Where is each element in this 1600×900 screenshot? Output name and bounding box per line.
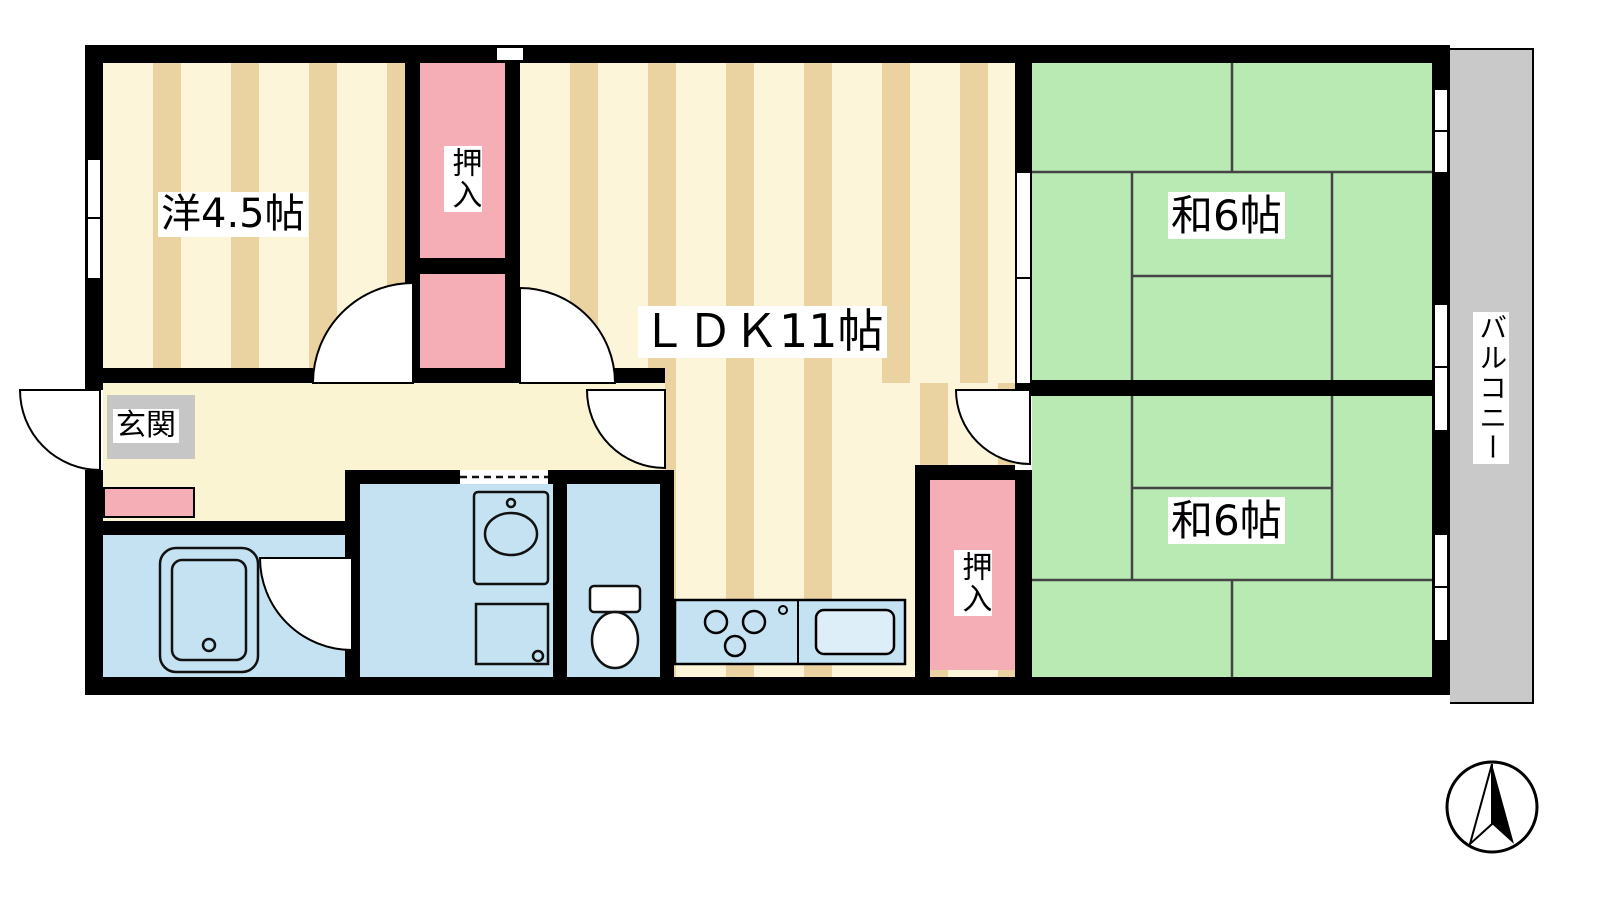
room-label-western: 洋4.5帖 [158, 192, 308, 238]
wall [1015, 470, 1032, 677]
wall [405, 63, 420, 383]
wall [85, 677, 1450, 695]
wall [915, 465, 1032, 480]
room-label-ldk: ＬＤＫ11帖 [638, 306, 887, 358]
bathroom [103, 535, 352, 677]
wall [1015, 63, 1032, 173]
wall [660, 470, 674, 677]
wall [915, 465, 930, 677]
room-label-closet-top: 押入 [444, 146, 483, 212]
window-tick [88, 217, 100, 219]
wall [103, 521, 352, 535]
wall [405, 258, 520, 274]
wall [553, 470, 567, 677]
window [497, 45, 523, 63]
door-opening [1015, 396, 1032, 470]
window-tick [1435, 366, 1447, 368]
window [1432, 90, 1450, 172]
shoe-closet [103, 487, 195, 518]
window [1432, 535, 1450, 640]
wall [345, 470, 460, 484]
window-tick [1435, 130, 1447, 132]
window [1432, 305, 1450, 430]
sliding-door [1015, 173, 1032, 383]
entrance-opening [85, 390, 103, 470]
closet-top-lower [420, 274, 505, 368]
wall [505, 63, 520, 383]
wall [1032, 380, 1432, 396]
window-tick [1017, 277, 1030, 279]
washroom [360, 484, 553, 677]
wall [405, 368, 520, 383]
window [85, 160, 103, 278]
hallway [103, 383, 665, 470]
wall [345, 470, 360, 677]
wall [548, 470, 665, 484]
room-label-tatami-bottom: 和6帖 [1168, 497, 1285, 545]
wall [85, 45, 103, 695]
window-tick [1435, 586, 1447, 588]
toilet-room [567, 484, 660, 677]
wall [1015, 383, 1032, 396]
room-label-tatami-top: 和6帖 [1168, 192, 1285, 240]
wall [103, 368, 313, 383]
room-label-balcony: バルコニー [1473, 312, 1510, 464]
room-label-closet-bottom: 押入 [954, 550, 993, 616]
room-label-entrance: 玄関 [113, 409, 179, 444]
wall [85, 45, 1450, 63]
wall [611, 368, 665, 383]
compass-north-icon [1445, 760, 1539, 854]
